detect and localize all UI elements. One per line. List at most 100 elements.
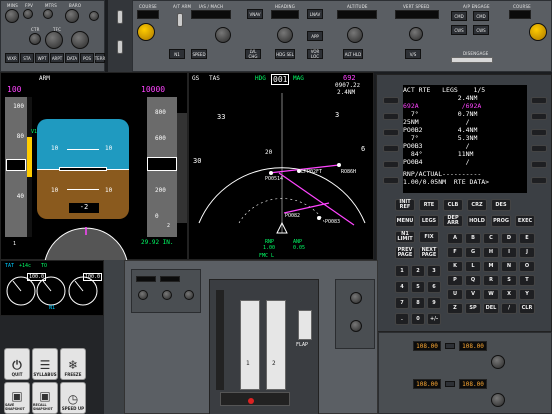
mins-knob[interactable] <box>5 9 19 23</box>
app-button[interactable]: APP <box>307 31 323 41</box>
speedbrake-lever[interactable] <box>216 290 224 390</box>
clb-key[interactable]: CLB <box>443 199 463 211</box>
mode-selector-knob[interactable] <box>45 31 63 49</box>
alpha-key-i[interactable]: I <box>501 247 517 258</box>
alpha-key-l[interactable]: L <box>465 261 481 272</box>
num-key-3[interactable]: 3 <box>427 265 441 277</box>
prog-key[interactable]: PROG <box>491 215 511 227</box>
alpha-key-del[interactable]: DEL <box>483 303 499 314</box>
alpha-key-c[interactable]: C <box>483 233 499 244</box>
pedestal-knob-1[interactable] <box>350 292 362 304</box>
nav2-transfer-button[interactable] <box>445 381 455 387</box>
save-snapshot-button[interactable]: ▣ SAVE SNAPSHOT <box>4 382 30 414</box>
lsk-3l[interactable] <box>383 129 399 136</box>
cws-a-button[interactable]: CWS <box>451 25 467 35</box>
alpha-key-p[interactable]: P <box>447 275 463 286</box>
num-key-2[interactable]: 2 <box>411 265 425 277</box>
alpha-key-e[interactable]: E <box>519 233 535 244</box>
course-left-knob[interactable] <box>137 23 155 41</box>
syllabus-button[interactable]: ☰ SYLLABUS <box>32 348 58 380</box>
recall-snapshot-button[interactable]: ▣ RECALL SNAPSHOT <box>32 382 58 414</box>
efis-wpt-button[interactable]: WPT <box>35 53 49 63</box>
thrust-lever-left[interactable] <box>240 300 260 390</box>
display-switch-2[interactable] <box>117 40 123 54</box>
display-switch-1[interactable] <box>117 10 123 24</box>
menu-key[interactable]: MENU <box>395 215 415 227</box>
alpha-key-w[interactable]: W <box>483 289 499 300</box>
alpha-key-s[interactable]: S <box>501 275 517 286</box>
range-selector-knob[interactable] <box>71 31 89 49</box>
nav1-transfer-button[interactable] <box>445 343 455 349</box>
alpha-key-m[interactable]: M <box>483 261 499 272</box>
lsk-4l[interactable] <box>383 145 399 152</box>
vs-wheel[interactable] <box>409 27 423 41</box>
num-key-7[interactable]: 7 <box>395 297 409 309</box>
fuel-knob-3[interactable] <box>184 290 194 300</box>
alpha-key-f[interactable]: F <box>447 247 463 258</box>
fix-key[interactable]: FIX <box>419 231 439 243</box>
nav2-tune-knob[interactable] <box>491 393 505 407</box>
hold-key[interactable]: HOLD <box>467 215 487 227</box>
hdg-sel-button[interactable]: HDG SEL <box>275 49 295 59</box>
init-ref-key[interactable]: INIT REF <box>395 199 415 211</box>
alpha-key-z[interactable]: Z <box>447 303 463 314</box>
efis-sta-button[interactable]: STA <box>20 53 34 63</box>
mtrs-button[interactable] <box>43 9 53 19</box>
alpha-key-r[interactable]: R <box>483 275 499 286</box>
trim-wheel[interactable] <box>220 392 290 406</box>
quit-button[interactable]: ⏻ QUIT <box>4 348 30 380</box>
lsk-3r[interactable] <box>531 129 547 136</box>
at-arm-switch[interactable] <box>177 13 183 27</box>
next-page-key[interactable]: NEXT PAGE <box>419 247 439 259</box>
num-key-9[interactable]: 9 <box>427 297 441 309</box>
lsk-5r[interactable] <box>531 161 547 168</box>
num-key-dot[interactable]: . <box>395 313 409 325</box>
disengage-bar[interactable] <box>451 57 493 63</box>
prev-page-key[interactable]: PREV PAGE <box>395 247 415 259</box>
alpha-key-b[interactable]: B <box>465 233 481 244</box>
efis-knob-a[interactable] <box>89 11 99 21</box>
fpv-button[interactable] <box>23 9 33 19</box>
lsk-1r[interactable] <box>531 97 547 104</box>
alpha-key-k[interactable]: K <box>447 261 463 272</box>
alpha-key-o[interactable]: O <box>519 261 535 272</box>
vor-loc-button[interactable]: VOR LOC <box>307 49 323 59</box>
cmd-b-button[interactable]: CMD <box>473 11 489 21</box>
alpha-key-clr[interactable]: CLR <box>519 303 535 314</box>
num-key-6[interactable]: 6 <box>427 281 441 293</box>
vs-button[interactable]: V/S <box>405 49 421 59</box>
alpha-key-q[interactable]: Q <box>465 275 481 286</box>
course-right-knob[interactable] <box>529 23 547 41</box>
alpha-key-slash[interactable]: / <box>501 303 517 314</box>
lsk-2r[interactable] <box>531 113 547 120</box>
lvl-chg-button[interactable]: LVL CHG <box>245 49 261 59</box>
pedestal-knob-2[interactable] <box>350 320 362 332</box>
lsk-6l[interactable] <box>383 177 399 184</box>
exec-key[interactable]: EXEC <box>515 215 535 227</box>
freeze-button[interactable]: ❄ FREEZE <box>60 348 86 380</box>
alpha-key-d[interactable]: D <box>501 233 517 244</box>
lsk-2l[interactable] <box>383 113 399 120</box>
n1-button[interactable]: N1 <box>169 49 185 59</box>
num-key-4[interactable]: 4 <box>395 281 409 293</box>
alpha-key-n[interactable]: N <box>501 261 517 272</box>
efis-pos-button[interactable]: POS <box>80 53 94 63</box>
nav1-tune-knob[interactable] <box>491 355 505 369</box>
ctr-button[interactable] <box>29 33 41 45</box>
cws-b-button[interactable]: CWS <box>473 25 489 35</box>
legs-key[interactable]: LEGS <box>419 215 439 227</box>
alpha-key-sp[interactable]: SP <box>465 303 481 314</box>
alpha-key-j[interactable]: J <box>519 247 535 258</box>
dep-arr-key[interactable]: DEP ARR <box>443 215 463 227</box>
alpha-key-v[interactable]: V <box>465 289 481 300</box>
lsk-6r[interactable] <box>531 177 547 184</box>
alpha-key-g[interactable]: G <box>465 247 481 258</box>
speed-knob[interactable] <box>215 27 231 43</box>
speed-button[interactable]: SPEED <box>191 49 207 59</box>
lnav-button[interactable]: LNAV <box>307 9 323 19</box>
speed-up-button[interactable]: ◷ SPEED UP <box>60 382 86 414</box>
num-key-plus-minus[interactable]: +/- <box>427 313 441 325</box>
lsk-5l[interactable] <box>383 161 399 168</box>
num-key-1[interactable]: 1 <box>395 265 409 277</box>
rte-key[interactable]: RTE <box>419 199 439 211</box>
